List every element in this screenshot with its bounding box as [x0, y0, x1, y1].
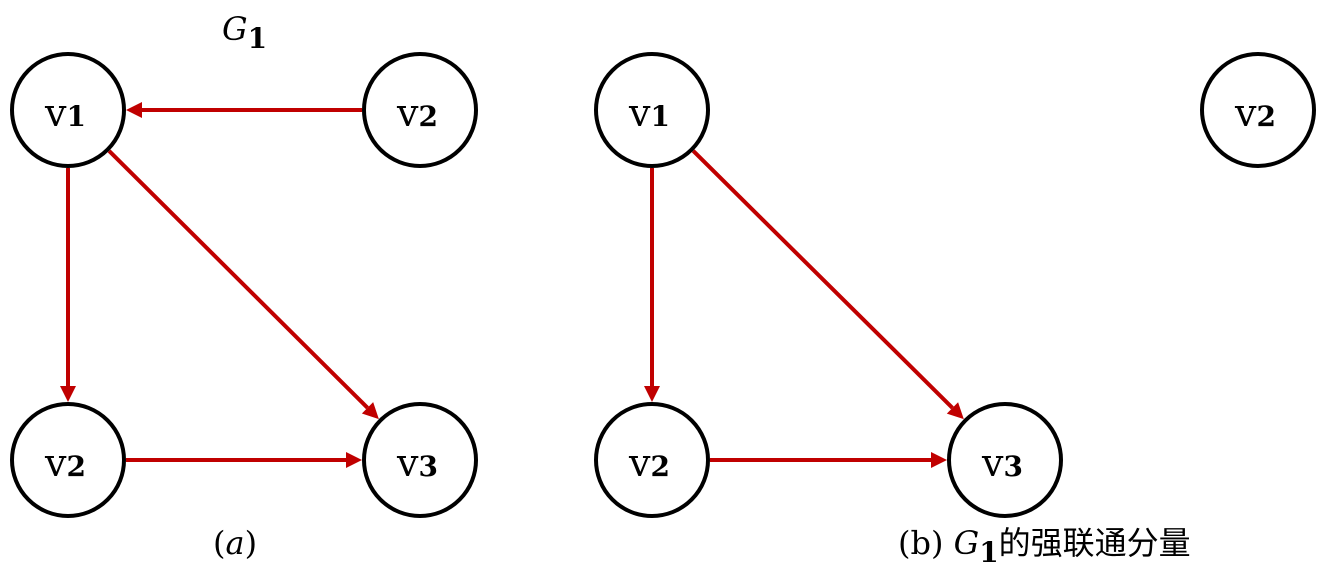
- left-arrowhead-l3-l4: [346, 452, 362, 468]
- title-label: G1: [222, 10, 267, 55]
- node-right-v1-label: v: [628, 91, 651, 135]
- caption-b-main: G: [954, 524, 980, 562]
- node-right-v3: v3: [947, 402, 1063, 518]
- right-arrowhead-r1-r3: [644, 386, 660, 402]
- svg-text:v2: v2: [628, 441, 670, 485]
- left-edge-l1-l4: [107, 149, 369, 410]
- right-edge-r1-r4: [691, 149, 954, 410]
- svg-text:v1: v1: [44, 91, 86, 135]
- left-arrowhead-l1-l3: [60, 386, 76, 402]
- node-left-v3: v3: [362, 402, 478, 518]
- title-main: G: [222, 10, 248, 48]
- right-graph-nodes: v1 v2 v2 v3: [594, 52, 1316, 518]
- node-right-v1: v1: [594, 52, 710, 168]
- node-left-v2-top-label: v: [396, 91, 419, 135]
- node-left-v1-label: v: [44, 91, 67, 135]
- node-left-v2-bottom-sub: 2: [66, 450, 85, 483]
- caption-b: (b) G1的强联通分量: [898, 524, 1191, 569]
- node-right-v3-sub: 3: [1003, 450, 1022, 483]
- node-left-v2-bottom: v2: [10, 402, 126, 518]
- node-right-v2-bottom-label: v: [628, 441, 651, 485]
- right-arrowhead-r1-r4: [946, 402, 964, 420]
- caption-b-prefix: (b): [898, 524, 954, 562]
- svg-text:v2: v2: [396, 91, 438, 135]
- caption-a: (a): [213, 524, 257, 562]
- node-left-v1-sub: 1: [66, 100, 85, 133]
- node-right-v2-bottom-sub: 2: [650, 450, 669, 483]
- caption-a-letter: a: [225, 524, 244, 562]
- node-right-v2-isolated-sub: 2: [1256, 100, 1275, 133]
- svg-text:v1: v1: [628, 91, 670, 135]
- left-arrowhead-l2-l1: [126, 102, 142, 118]
- svg-text:v3: v3: [981, 441, 1023, 485]
- node-left-v2-top: v2: [362, 52, 478, 168]
- node-right-v1-sub: 1: [650, 100, 669, 133]
- caption-b-suffix: 的强联通分量: [999, 524, 1191, 562]
- caption-b-sub: 1: [979, 536, 998, 569]
- svg-text:v2: v2: [1234, 91, 1276, 135]
- left-arrowhead-l1-l4: [361, 402, 379, 420]
- right-graph-edges: [644, 149, 964, 468]
- caption-a-close: ): [245, 524, 257, 562]
- caption-a-open: (: [213, 524, 225, 562]
- node-left-v3-sub: 3: [418, 450, 437, 483]
- node-right-v3-label: v: [981, 441, 1004, 485]
- node-left-v2-bottom-label: v: [44, 441, 67, 485]
- node-left-v2-top-sub: 2: [418, 100, 437, 133]
- node-left-v1: v1: [10, 52, 126, 168]
- node-left-v3-label: v: [396, 441, 419, 485]
- node-right-v2-bottom: v2: [594, 402, 710, 518]
- svg-text:v2: v2: [44, 441, 86, 485]
- title-sub: 1: [248, 22, 267, 55]
- node-right-v2-isolated: v2: [1200, 52, 1316, 168]
- svg-text:v3: v3: [396, 441, 438, 485]
- right-arrowhead-r3-r4: [931, 452, 947, 468]
- left-graph-edges: [60, 102, 379, 468]
- left-graph-nodes: v1 v2 v2 v3: [10, 52, 478, 518]
- node-right-v2-isolated-label: v: [1234, 91, 1257, 135]
